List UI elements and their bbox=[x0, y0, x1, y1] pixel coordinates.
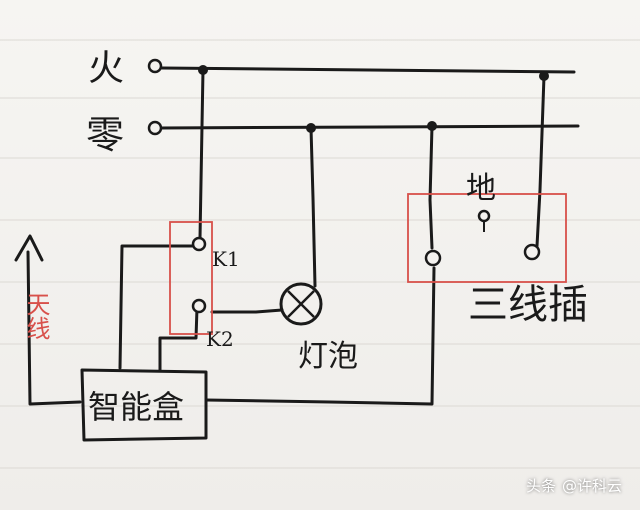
k1-to-box-wire bbox=[118, 244, 195, 370]
terminals bbox=[147, 58, 541, 314]
ground-label: 地 bbox=[466, 171, 496, 206]
antenna-arrowhead bbox=[14, 234, 44, 262]
lamp-symbol bbox=[279, 282, 323, 326]
box-to-socket-wire bbox=[204, 266, 436, 406]
neutral-to-socket-wire bbox=[428, 124, 434, 250]
smart-box-outline bbox=[80, 368, 208, 442]
neutral-wire bbox=[158, 124, 580, 130]
socket-box-outline bbox=[407, 193, 567, 283]
lamp-to-k2-wire bbox=[210, 308, 284, 314]
k2-terminal bbox=[191, 298, 207, 314]
junction-neutral-socket bbox=[427, 121, 437, 131]
socket-label: 三线插 bbox=[468, 282, 588, 328]
socket-live-pin bbox=[523, 243, 541, 261]
k1-label: K1 bbox=[212, 247, 240, 271]
smart-box-label: 智能盒 bbox=[88, 388, 184, 426]
watermark-author: @许科云 bbox=[561, 477, 622, 495]
junction-live-k1 bbox=[198, 65, 208, 75]
neutral-drop-to-lamp bbox=[309, 126, 317, 288]
live-terminal bbox=[147, 58, 163, 74]
switch-box-outline bbox=[169, 221, 213, 335]
lamp-label: 灯泡 bbox=[298, 339, 358, 374]
antenna-label: 天线 bbox=[22, 292, 50, 340]
live-label: 火 bbox=[88, 48, 124, 89]
wires bbox=[14, 66, 580, 442]
junction-live-socket bbox=[539, 71, 549, 81]
watermark-source: 头条 bbox=[525, 477, 556, 495]
junction-neutral-lamp bbox=[306, 123, 316, 133]
live-to-socket-wire bbox=[535, 74, 546, 248]
paper-lines bbox=[0, 39, 640, 469]
live-drop-to-k1 bbox=[198, 68, 205, 240]
k2-label: K2 bbox=[206, 327, 234, 351]
live-wire bbox=[160, 66, 576, 74]
socket-neutral-pin bbox=[424, 249, 442, 267]
watermark: 头条 @许科云 bbox=[526, 475, 622, 496]
neutral-label: 零 bbox=[86, 113, 124, 157]
antenna-wire bbox=[26, 250, 82, 406]
socket-ground-pin bbox=[477, 209, 491, 223]
junctions bbox=[198, 65, 549, 133]
neutral-terminal bbox=[147, 120, 163, 136]
k2-to-box-wire bbox=[158, 306, 199, 372]
k1-terminal bbox=[191, 236, 207, 252]
